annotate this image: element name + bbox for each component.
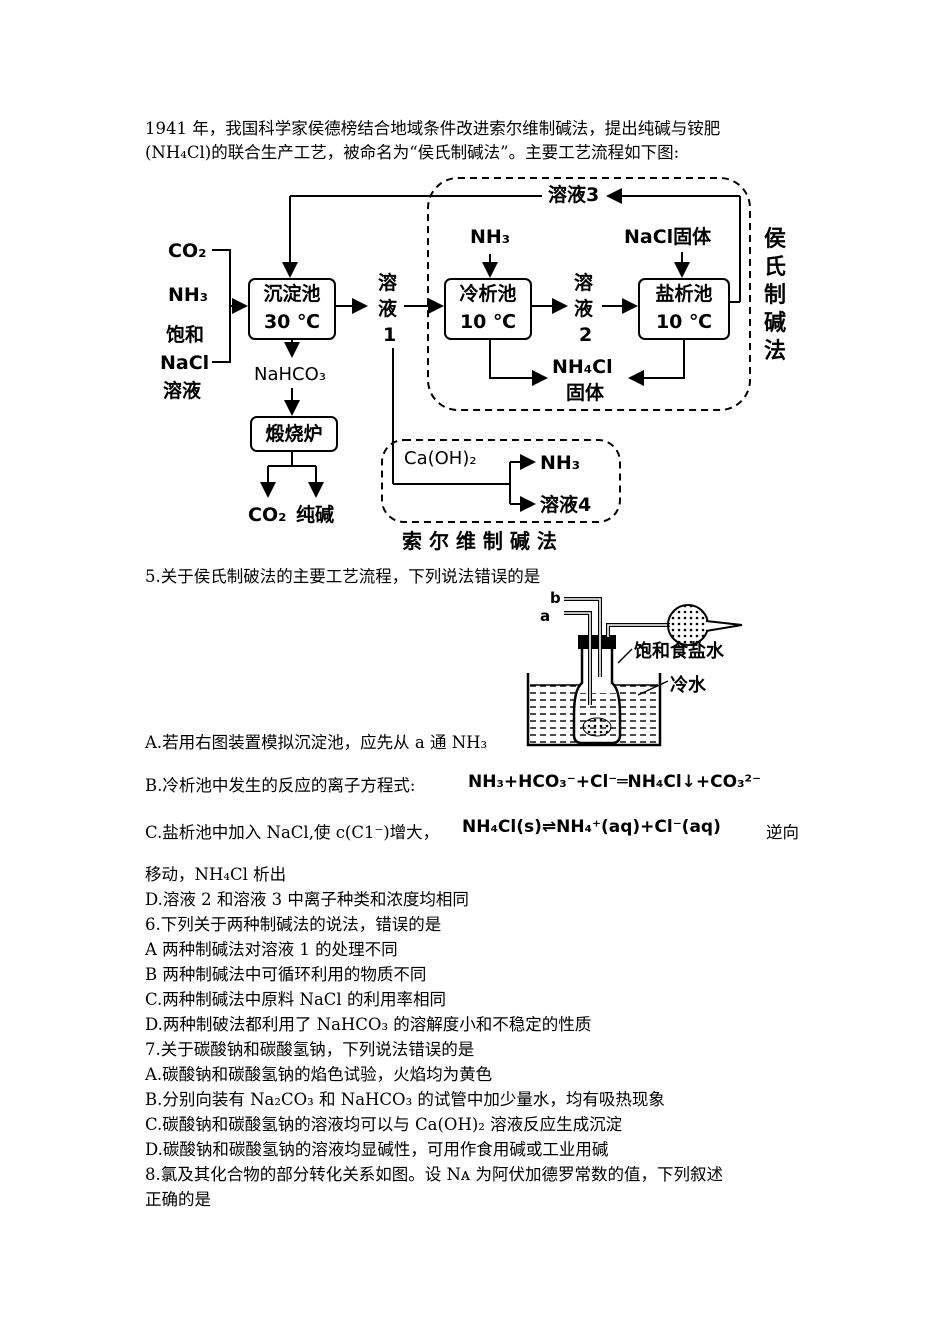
q8-stem-line-2: 正确的是 bbox=[145, 1190, 211, 1209]
salt-tank-name: 盐析池 bbox=[655, 283, 713, 305]
cold-tank-name: 冷析池 bbox=[459, 283, 517, 305]
solution1-char2: 液 bbox=[378, 298, 398, 320]
q7-option-c: C.碳酸钠和碳酸氢钠的溶液均可以与 Ca(OH)₂ 溶液反应生成沉淀 bbox=[145, 1115, 623, 1134]
q7-option-d: D.碳酸钠和碳酸氢钠的溶液均显碱性，可用作食用碱或工业用碱 bbox=[145, 1140, 609, 1159]
cold-tank-box: 冷析池 10 ℃ bbox=[444, 278, 532, 340]
solvay-method-label: 索 尔 维 制 碱 法 bbox=[402, 529, 557, 553]
hou-method-label: 侯 氏 制 碱 法 bbox=[764, 226, 788, 366]
q5-option-c-equation: NH₄Cl(s)⇌NH₄⁺(aq)+Cl⁻(aq) bbox=[462, 817, 721, 837]
salt-tank-temp: 10 ℃ bbox=[655, 311, 713, 333]
q8-stem-line-1: 8.氯及其化合物的部分转化关系如图。设 Nᴀ 为阿伏加德罗常数的值，下列叙述 bbox=[145, 1165, 723, 1184]
q5-option-b: B.冷析池中发生的反应的离子方程式: bbox=[145, 776, 416, 795]
nacl-solid-label: NaCl固体 bbox=[624, 226, 712, 248]
salt-tank-box: 盐析池 10 ℃ bbox=[638, 278, 730, 340]
nh4cl-solid-label: 固体 bbox=[566, 382, 605, 404]
nh3-input-label: NH₃ bbox=[470, 226, 511, 248]
q6-option-b: B 两种制碱法中可循环利用的物质不同 bbox=[145, 965, 427, 984]
q5-option-b-equation: NH₃+HCO₃⁻+Cl⁻═NH₄Cl↓+CO₃²⁻ bbox=[468, 772, 761, 792]
hou-label-char: 氏 bbox=[764, 255, 787, 280]
intro-line-1: 1941 年，我国科学家侯德榜结合地域条件改进索尔维制碱法，提出纯碱与铵肥 bbox=[145, 119, 721, 138]
input-saturated: 饱和 bbox=[166, 324, 205, 346]
caoh2-label: Ca(OH)₂ bbox=[404, 448, 477, 469]
q7-stem: 7.关于碳酸钠和碳酸氢钠，下列说法错误的是 bbox=[145, 1040, 475, 1059]
input-nacl: NaCl bbox=[160, 352, 210, 374]
solvay-method-region bbox=[381, 439, 621, 523]
q6-stem: 6.下列关于两种制碱法的说法，错误的是 bbox=[145, 915, 442, 934]
solution2-char2: 液 bbox=[574, 298, 594, 320]
hou-label-char: 制 bbox=[764, 283, 787, 308]
q6-option-d: D.两种制破法都利用了 NaHCO₃ 的溶解度小和不稳定的性质 bbox=[145, 1015, 592, 1034]
cold-water-label: 冷水 bbox=[670, 675, 706, 696]
settling-tank-temp: 30 ℃ bbox=[263, 311, 321, 333]
hou-label-char: 法 bbox=[764, 339, 787, 364]
nh4cl-label: NH₄Cl bbox=[552, 356, 613, 378]
nahco3-label: NaHCO₃ bbox=[254, 364, 326, 385]
tube-label-a: a bbox=[540, 607, 551, 625]
hou-label-char: 侯 bbox=[764, 227, 787, 252]
apparatus-figure: b a 饱和食盐水 冷水 bbox=[520, 585, 780, 750]
furnace-box: 煅烧炉 bbox=[250, 416, 338, 452]
solution3-label: 溶液3 bbox=[544, 184, 604, 206]
product-soda: 纯碱 bbox=[296, 504, 335, 526]
solution1-char3: 1 bbox=[383, 324, 397, 346]
settling-tank-name: 沉淀池 bbox=[263, 283, 321, 305]
apparatus-drawing bbox=[526, 597, 743, 747]
q7-option-a: A.碳酸钠和碳酸氢钠的焰色试验，火焰均为黄色 bbox=[145, 1065, 493, 1084]
solution2-char1: 溶 bbox=[574, 272, 594, 294]
nh3-output-label: NH₃ bbox=[540, 452, 581, 474]
tube-label-b: b bbox=[550, 589, 561, 607]
q6-option-c: C.两种制碱法中原料 NaCl 的利用率相同 bbox=[145, 990, 446, 1009]
input-nh3: NH₃ bbox=[168, 284, 209, 306]
settling-tank-box: 沉淀池 30 ℃ bbox=[248, 278, 336, 340]
q5-option-a: A.若用右图装置模拟沉淀池，应先从 a 通 NH₃ bbox=[145, 733, 488, 752]
flow-diagram-lines bbox=[212, 177, 751, 523]
solution4-label: 溶液4 bbox=[540, 494, 592, 516]
solution2-char3: 2 bbox=[579, 324, 593, 346]
q5-stem: 5.关于侯氏制破法的主要工艺流程，下列说法错误的是 bbox=[145, 567, 541, 586]
input-co2: CO₂ bbox=[168, 240, 207, 262]
q6-option-a: A 两种制碱法对溶液 1 的处理不同 bbox=[145, 940, 398, 959]
q5-option-c-line2: 移动，NH₄Cl 析出 bbox=[145, 865, 287, 884]
intro-line-2: (NH₄Cl)的联合生产工艺，被命名为“侯氏制碱法”。主要工艺流程如下图: bbox=[145, 143, 680, 162]
q7-option-b: B.分别向装有 Na₂CO₃ 和 NaHCO₃ 的试管中加少量水，均有吸热现象 bbox=[145, 1090, 665, 1109]
flow-diagram: CO₂ NH₃ 饱和 NaCl 溶液 沉淀池 30 ℃ NaHCO₃ 煅烧炉 C… bbox=[0, 0, 950, 560]
q5-option-c-tail: 逆向 bbox=[766, 823, 799, 842]
furnace-name: 煅烧炉 bbox=[265, 423, 323, 445]
brine-label: 饱和食盐水 bbox=[634, 641, 724, 662]
product-co2: CO₂ bbox=[248, 504, 287, 526]
cold-tank-temp: 10 ℃ bbox=[459, 311, 517, 333]
q5-option-c: C.盐析池中加入 NaCl,使 c(C1⁻)增大， bbox=[145, 823, 440, 842]
hou-label-char: 碱 bbox=[764, 311, 787, 336]
input-solution: 溶液 bbox=[163, 380, 202, 402]
q5-option-d: D.溶液 2 和溶液 3 中离子种类和浓度均相同 bbox=[145, 890, 469, 909]
solution1-char1: 溶 bbox=[378, 272, 398, 294]
